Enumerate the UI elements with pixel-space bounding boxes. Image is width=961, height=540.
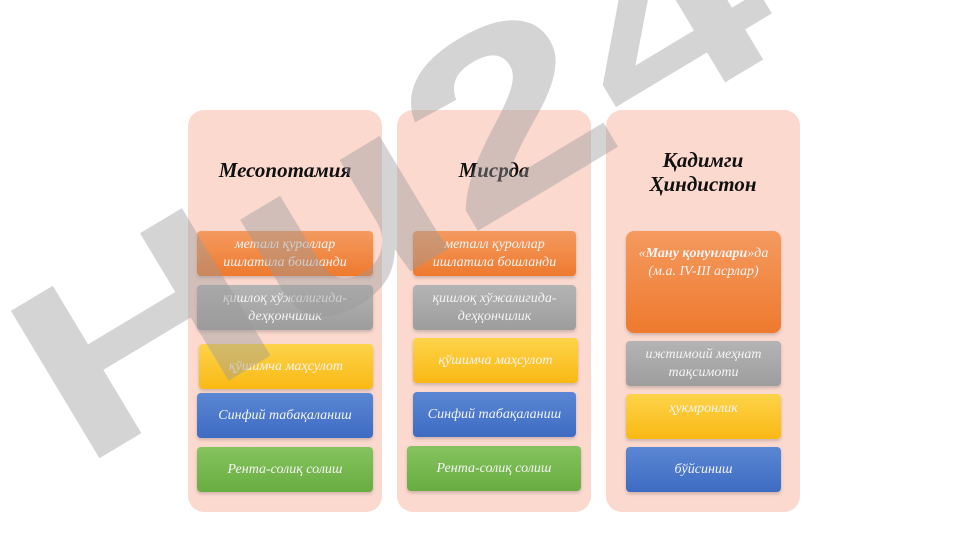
- box-manu-laws: «Ману қонунлари»да (м.а. IV-III асрлар): [626, 231, 781, 333]
- box-class-division: Синфий табақаланиш: [413, 392, 576, 437]
- box-surplus: қўшимча маҳсулот: [413, 338, 578, 383]
- manu-laws-title: Ману қонунлари: [645, 246, 748, 261]
- box-domination: ҳукмронлик: [626, 394, 781, 439]
- box-rent-tax: Рента-солиқ солиш: [407, 446, 581, 491]
- box-agriculture: қишлоқ хўжалигида-деҳқончилик: [197, 285, 373, 330]
- box-metal-tools: металл қуроллар ишлатила бошланди: [197, 231, 373, 276]
- manu-text: «Ману қонунлари»да (м.а. IV-III асрлар): [638, 246, 769, 279]
- box-rent-tax: Рента-солиқ солиш: [197, 447, 373, 492]
- box-class-division: Синфий табақаланиш: [197, 393, 373, 438]
- box-subordination: бўйсиниш: [626, 447, 781, 492]
- box-surplus: қўшимча маҳсулот: [199, 344, 373, 389]
- column-title: Месопотамия: [218, 158, 352, 182]
- manu-dates: (м.а. IV-III асрлар): [648, 264, 759, 279]
- box-division-of-labor: ижтимоий меҳнат тақсимоти: [626, 341, 781, 386]
- box-agriculture: қишлоқ хўжалигида-деҳқончилик: [413, 285, 576, 330]
- column-title: Қадимги Ҳиндистон: [649, 148, 757, 196]
- box-metal-tools: металл қуроллар ишлатила бошланди: [413, 231, 576, 276]
- column-title: Мисрда: [458, 158, 530, 182]
